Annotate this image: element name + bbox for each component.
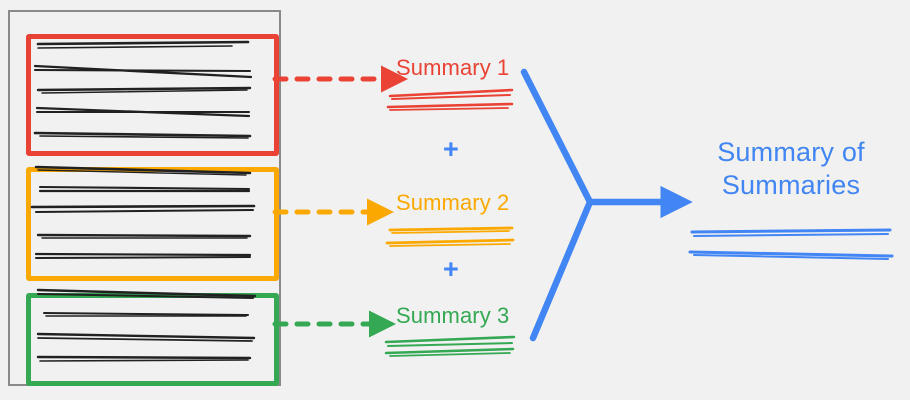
final-summary-scribbles — [688, 228, 894, 260]
merge-branch-top — [520, 68, 594, 206]
final-summary-title-line-2: Summaries — [721, 169, 861, 200]
chunk-red-text-lines — [33, 40, 253, 139]
document-chunk-red[interactable] — [26, 34, 279, 156]
merge-branch-bottom — [529, 198, 594, 342]
summary-2-label: Summary 2 — [396, 190, 510, 215]
summary-1-scribbles — [386, 88, 514, 111]
final-summary-title-line-1: Summary of — [717, 137, 865, 167]
merge-connector-blue[interactable] — [520, 68, 693, 342]
chunk-green-text-lines — [36, 288, 257, 362]
summary-2-scribbles — [385, 226, 515, 247]
summary-3-label: Summary 3 — [396, 303, 510, 328]
plus-operator-2: + — [443, 254, 459, 284]
summary-3-scribbles — [384, 335, 516, 357]
chunk-yellow-text-lines — [30, 165, 256, 259]
summary-1-label: Summary 1 — [396, 55, 510, 80]
final-summary-title: Summary of Summaries — [688, 136, 894, 202]
plus-operator-1: + — [443, 134, 459, 164]
